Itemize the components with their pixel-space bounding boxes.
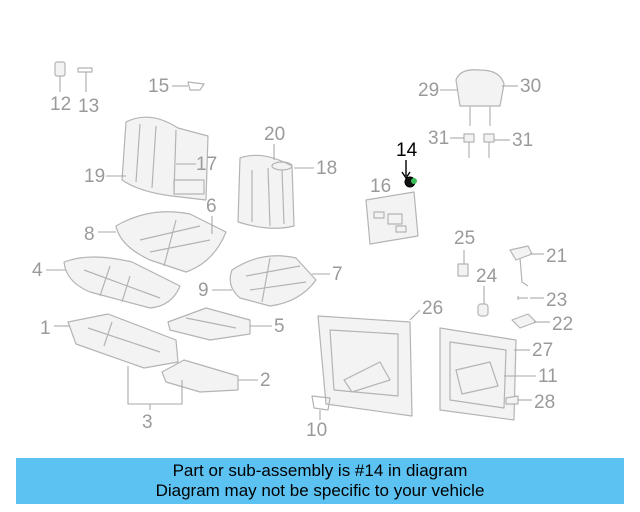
label-9: 9	[198, 280, 209, 301]
banner-line-1: Part or sub-assembly is #14 in diagram	[172, 461, 468, 480]
part-7-9-cushion	[229, 255, 317, 307]
label-12: 12	[50, 94, 71, 115]
part-1-frame	[67, 313, 179, 369]
label-18: 18	[316, 158, 337, 179]
label-11: 11	[538, 366, 558, 387]
label-24: 24	[476, 266, 498, 287]
label-28: 28	[534, 392, 555, 413]
part-26-panel	[311, 315, 413, 417]
part-5-bracket	[167, 307, 251, 341]
label-25: 25	[454, 228, 475, 249]
label-15: 15	[148, 76, 169, 97]
label-30: 30	[520, 76, 541, 97]
part-14-fastener	[404, 176, 417, 188]
label-10: 10	[306, 420, 327, 441]
part-6-8-cushion	[115, 211, 227, 273]
label-4: 4	[32, 260, 43, 281]
label-31-right: 31	[512, 130, 533, 151]
part-2-rail	[161, 359, 239, 393]
label-22: 22	[552, 314, 573, 335]
part-4-pad	[63, 256, 181, 309]
banner-line-2: Diagram may not be specific to your vehi…	[155, 481, 485, 500]
part-13-pin	[77, 67, 93, 92]
part-28-bolt	[505, 395, 519, 405]
parts-diagram: 12 13 15 19 17 20 18 8 6 4 9 7	[32, 61, 573, 441]
part-24-cap	[477, 303, 489, 317]
label-23: 23	[546, 290, 567, 311]
label-2: 2	[260, 370, 271, 391]
label-16: 16	[370, 176, 391, 197]
part-29-30-headrest	[455, 69, 505, 126]
label-31-left: 31	[428, 128, 449, 149]
label-27: 27	[532, 340, 553, 361]
label-7: 7	[332, 264, 343, 285]
label-29: 29	[418, 80, 439, 101]
label-5: 5	[274, 316, 285, 337]
part-23-screw	[517, 296, 528, 300]
label-17: 17	[196, 154, 217, 175]
part-11-27-panel	[439, 327, 517, 421]
label-1: 1	[40, 318, 51, 339]
label-13: 13	[78, 96, 99, 117]
part-25-clip	[457, 263, 469, 277]
label-8: 8	[84, 224, 95, 245]
part-12-clip	[54, 61, 66, 92]
part-22-bezel	[511, 313, 537, 329]
label-3: 3	[142, 412, 153, 433]
part-21-latch	[509, 245, 533, 287]
part-31-guides	[463, 133, 495, 158]
part-17-19-seatback	[121, 116, 209, 201]
info-banner: Part or sub-assembly is #14 in diagram D…	[16, 458, 624, 504]
label-20: 20	[264, 124, 285, 145]
label-6: 6	[206, 196, 217, 217]
part-15-hook	[187, 81, 205, 91]
label-19: 19	[84, 166, 105, 187]
part-18-20-seatback	[237, 154, 295, 229]
label-14: 14	[396, 140, 418, 161]
part-16-kit	[365, 191, 419, 245]
label-21: 21	[546, 246, 567, 267]
label-26: 26	[422, 298, 443, 319]
